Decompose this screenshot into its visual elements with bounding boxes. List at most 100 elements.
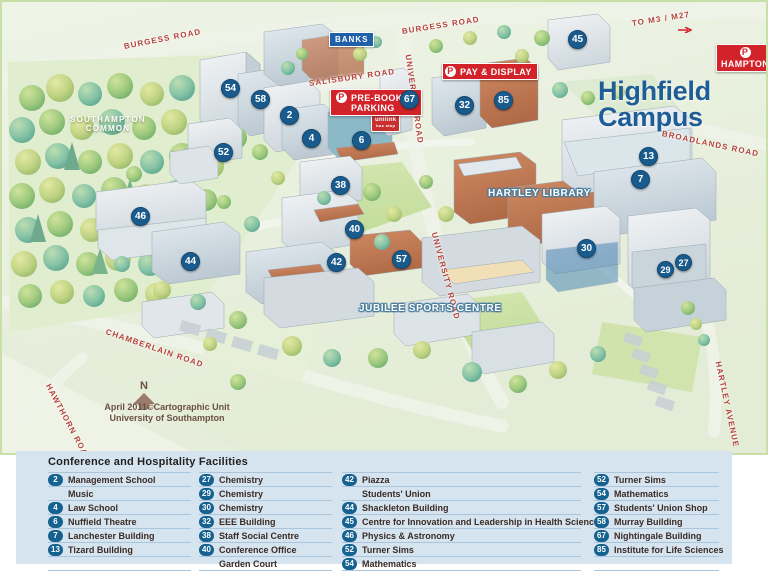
marker-45[interactable]: 45 [568, 30, 587, 49]
legend-row[interactable]: 52 Turner Sims [342, 543, 581, 557]
legend-label: Physics & Astronomy [362, 530, 455, 541]
legend-label: Nuffield Theatre [68, 516, 137, 527]
parking-p-icon: P [336, 92, 347, 103]
legend-row[interactable]: 54 Mathematics [342, 557, 581, 571]
marker-67[interactable]: 67 [400, 90, 419, 109]
map-credit: April 2011©Cartographic Unit University … [62, 402, 272, 424]
marker-38[interactable]: 38 [331, 176, 350, 195]
marker-44[interactable]: 44 [181, 252, 200, 271]
hampton-label: HAMPTON [721, 59, 766, 69]
legend-row[interactable]: 38 Staff Social Centre [199, 529, 332, 543]
place-label-jubilee-sports-centre: JUBILEE SPORTS CENTRE [359, 303, 502, 314]
legend-label: Mathematics [362, 558, 417, 569]
legend-row[interactable]: Students' Union [342, 487, 581, 501]
legend-label: Piazza [362, 474, 390, 485]
campus-title-line2: Campus [598, 102, 703, 132]
marker-46[interactable]: 46 [131, 207, 150, 226]
pay-and-display-label: PAY & DISPLAY [460, 66, 532, 77]
pay-and-display-sign[interactable]: P PAY & DISPLAY [442, 63, 538, 80]
unilink-bus-stop-icon[interactable]: unilink bus stop [371, 114, 401, 132]
marker-32[interactable]: 32 [455, 96, 474, 115]
marker-7[interactable]: 7 [631, 170, 650, 189]
legend-label: Management School [68, 474, 156, 485]
legend-label: Turner Sims [362, 544, 414, 555]
unilink-line1: unilink [375, 117, 397, 123]
legend-label: Staff Social Centre [219, 530, 300, 541]
marker-57[interactable]: 57 [392, 250, 411, 269]
marker-27[interactable]: 27 [675, 254, 692, 271]
hampton-parking-sign[interactable]: P HAMPTON [716, 44, 766, 72]
legend-number [48, 558, 63, 570]
compass-north-letter: N [140, 380, 148, 392]
compass: N [132, 381, 156, 415]
legend-number: 4 [48, 501, 63, 514]
legend-number: 52 [342, 543, 357, 556]
marker-29[interactable]: 29 [657, 261, 674, 278]
legend-row[interactable]: 85 Institute for Life Sciences [594, 543, 724, 557]
map-artwork: BURGESS ROAD BURGESS ROAD SALISBURY ROAD… [2, 2, 766, 453]
marker-58[interactable]: 58 [251, 90, 270, 109]
legend-number: 7 [48, 529, 63, 542]
legend-label: Students' Union [362, 488, 431, 499]
legend-number: 54 [594, 487, 609, 500]
marker-30[interactable]: 30 [577, 239, 596, 258]
pre-booked-parking-line1: PRE-BOOKED [351, 92, 417, 103]
legend-label: Institute for Life Sciences [614, 544, 724, 555]
legend-row[interactable]: 27 Chemistry [199, 472, 332, 487]
legend-number: 85 [594, 543, 609, 556]
marker-40[interactable]: 40 [345, 220, 364, 239]
legend-number: 54 [342, 557, 357, 570]
legend-row [594, 557, 719, 571]
marker-42[interactable]: 42 [327, 253, 346, 272]
marker-2[interactable]: 2 [280, 106, 299, 125]
legend-label: Tizard Building [68, 544, 133, 555]
legend-number: 38 [199, 529, 214, 542]
legend-label: Centre for Innovation and Leadership in … [362, 516, 605, 527]
legend-number: 52 [594, 473, 609, 486]
legend-number: 44 [342, 501, 357, 514]
legend-number [594, 558, 609, 570]
marker-4[interactable]: 4 [302, 129, 321, 148]
legend-row[interactable]: Music [48, 487, 191, 501]
marker-6[interactable]: 6 [352, 131, 371, 150]
legend-number [48, 488, 63, 500]
marker-85[interactable]: 85 [494, 91, 513, 110]
legend-title: Conference and Hospitality Facilities [48, 456, 248, 468]
marker-52[interactable]: 52 [214, 143, 233, 162]
legend-number: 27 [199, 473, 214, 486]
banks-sign[interactable]: BANKS [329, 32, 375, 47]
legend-label: EEE Building [219, 516, 276, 527]
place-label-hartley-library: HARTLEY LIBRARY [488, 188, 591, 199]
legend-number: 13 [48, 543, 63, 556]
legend-row[interactable]: Garden Court [199, 557, 332, 571]
legend-row[interactable]: 42 Piazza [342, 472, 581, 487]
legend-label: Chemistry [219, 474, 264, 485]
map-canvas[interactable]: BURGESS ROAD BURGESS ROAD SALISBURY ROAD… [0, 0, 768, 455]
map-base-artwork [2, 2, 766, 453]
legend-number: 40 [199, 543, 214, 556]
legend-row[interactable]: 13 Tizard Building [48, 543, 191, 557]
marker-13[interactable]: 13 [639, 147, 658, 166]
marker-54[interactable]: 54 [221, 79, 240, 98]
legend-number: 42 [342, 473, 357, 486]
legend-label: Garden Court [219, 558, 278, 569]
